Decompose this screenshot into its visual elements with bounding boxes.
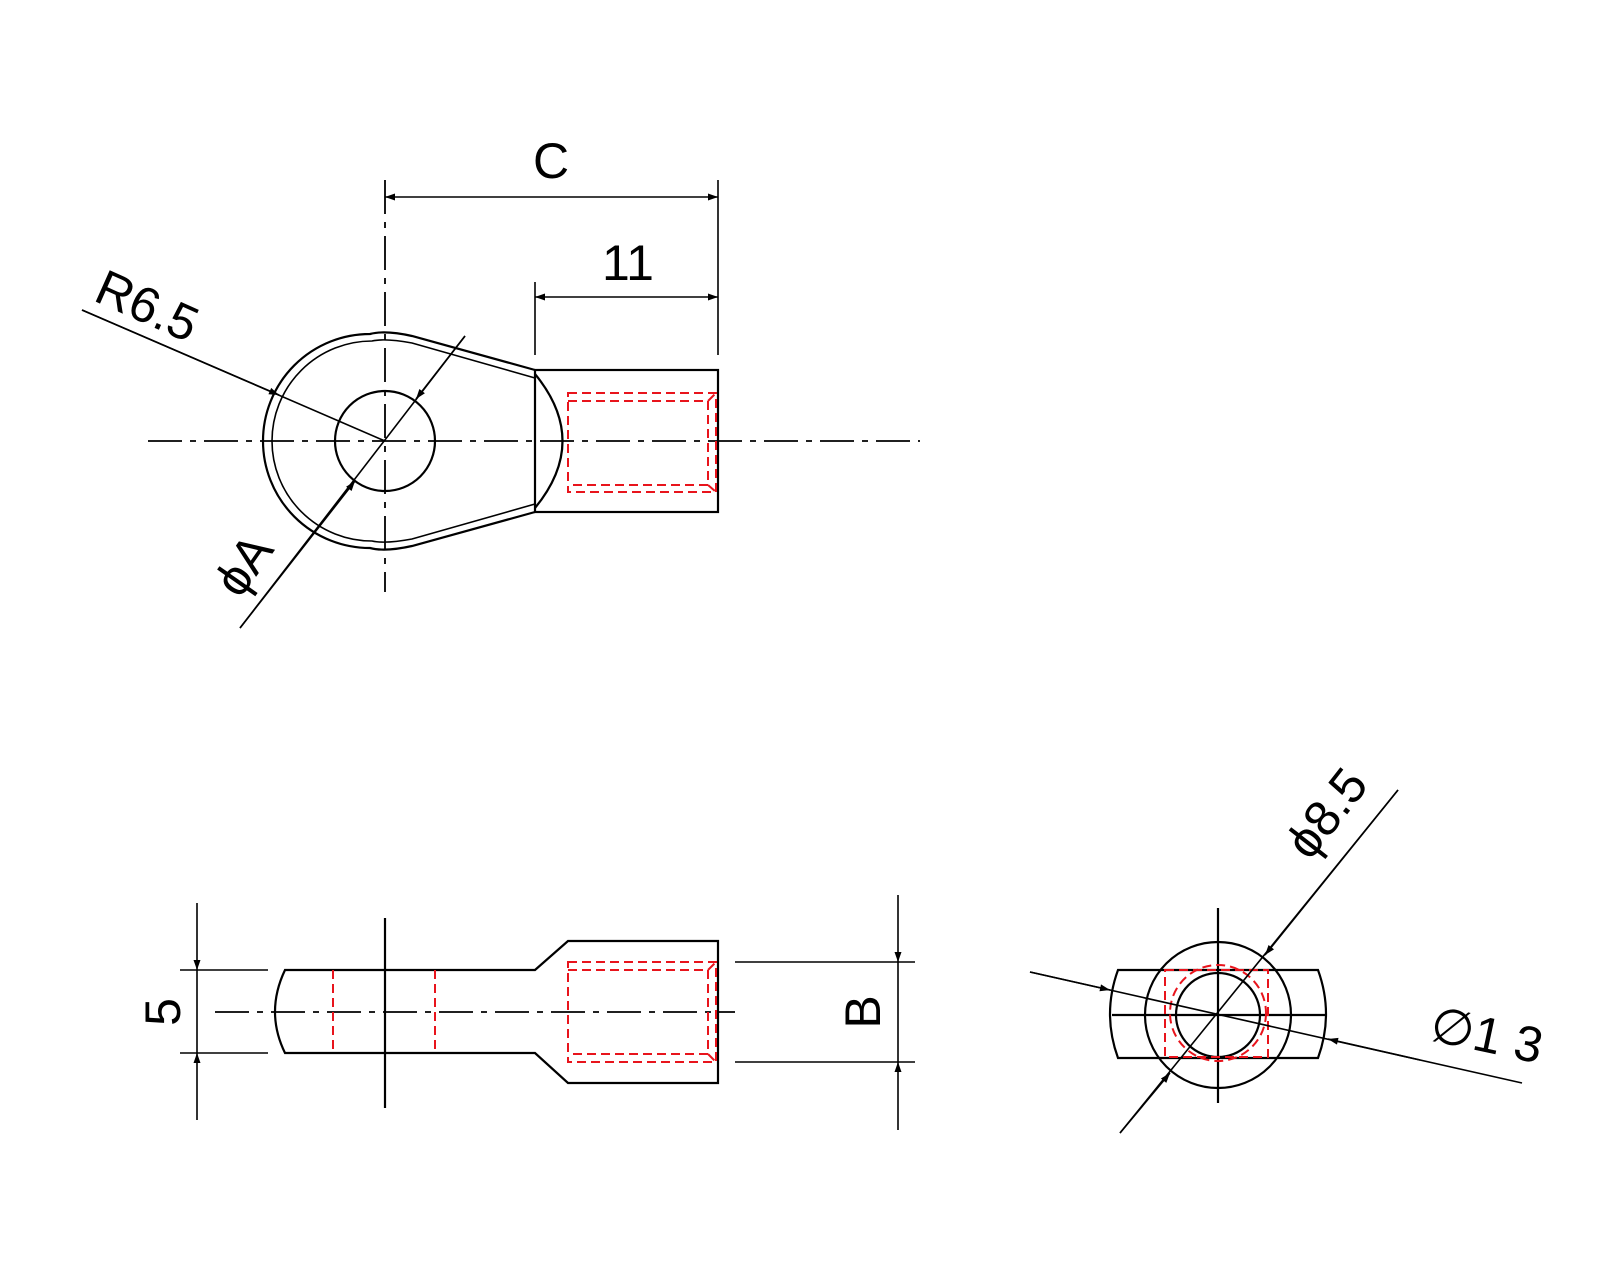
- diameter-13-arrow: [1327, 1037, 1421, 1061]
- diameter-8-5-arrow: [1119, 1072, 1171, 1134]
- side-view: 5 B: [135, 895, 915, 1130]
- diameter-8-5-arrow: [1264, 789, 1399, 956]
- shank-transition-arc: [534, 373, 564, 509]
- dimension-5-label: 5: [135, 998, 191, 1026]
- diameter-a-arrow: [415, 335, 466, 400]
- outer-circle: [1143, 940, 1293, 1090]
- diameter-8-5-label: ϕ8.5: [1275, 757, 1379, 868]
- hidden-circle: [1169, 964, 1267, 1062]
- hidden-thread-inner: [568, 392, 717, 493]
- end-view: ∅1 3 ϕ8.5: [1029, 757, 1548, 1134]
- radius-arrow: [81, 309, 280, 396]
- diameter-a-label: ϕA: [203, 523, 284, 606]
- dimension-b-label: B: [835, 995, 891, 1028]
- eye-outer-contour: [261, 331, 536, 551]
- dimension-11-label: 11: [602, 235, 654, 291]
- shank-body: [533, 368, 720, 514]
- dimension-c-label: C: [533, 133, 569, 189]
- hidden-thread-bore: [567, 392, 717, 493]
- top-view: C 11 R6.5 ϕA: [81, 133, 920, 629]
- diameter-a-arrow: [239, 480, 356, 629]
- diameter-13-label: ∅1 3: [1426, 996, 1548, 1074]
- flat-bar: [1108, 968, 1328, 1060]
- hidden-square: [1164, 969, 1269, 1058]
- eye-inner-contour: [271, 339, 536, 543]
- hidden-thread-bore: [567, 961, 717, 1063]
- diameter-13-leader: [1029, 971, 1523, 1084]
- side-body: [273, 939, 720, 1085]
- eye-hole: [333, 389, 437, 493]
- hidden-thread-inner: [568, 961, 717, 1063]
- diameter-13-arrow: [1029, 971, 1111, 992]
